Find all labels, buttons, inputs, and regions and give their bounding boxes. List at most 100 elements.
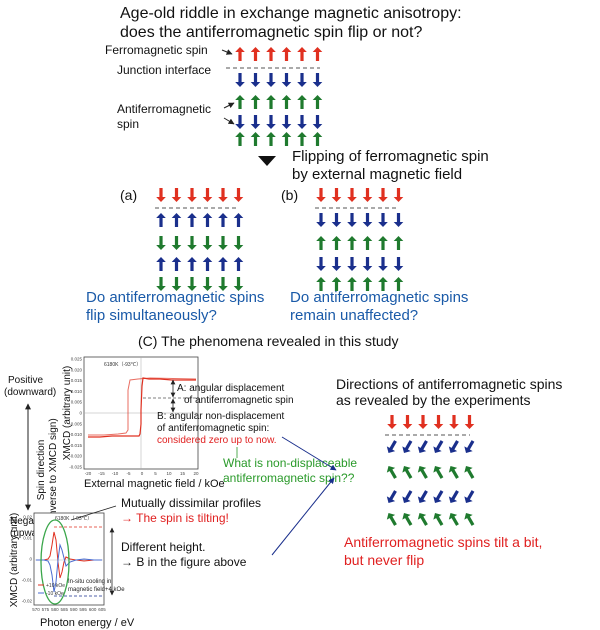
spin-arrow-icon <box>316 277 326 291</box>
tick-label: -0.020 <box>69 454 82 459</box>
spin-arrow-icon <box>331 236 342 250</box>
spin-grid-case-b <box>316 188 404 291</box>
tick-label: -10 <box>112 471 119 476</box>
spin-direction-label-1: Spin direction <box>36 440 47 501</box>
spin-arrow-icon <box>233 188 244 202</box>
section-c-title: (C) The phenomena revealed in this study <box>138 333 398 349</box>
spin-arrow-icon <box>171 236 182 250</box>
spin-arrow-icon <box>347 257 357 271</box>
spin-arrow-icon <box>250 73 261 87</box>
spin-arrow-icon <box>202 188 213 202</box>
tick-label: 0.025 <box>71 357 83 362</box>
spin-arrow-icon <box>156 277 166 291</box>
spin-arrow-icon <box>297 73 307 87</box>
spin-arrow-icon <box>250 95 261 109</box>
spin-arrow-icon <box>171 188 182 202</box>
spin-arrow-icon <box>297 95 307 109</box>
spin-arrow-icon <box>448 512 459 526</box>
spin-arrow-icon <box>331 213 342 227</box>
spin-arrow-icon <box>266 132 276 146</box>
label-negative-upward: (upward) <box>10 528 49 539</box>
spin-arrow-icon <box>235 73 245 87</box>
spin-arrow-icon <box>402 415 413 429</box>
spin-arrow-icon <box>417 440 428 454</box>
label-spin: spin <box>117 117 139 131</box>
spin-arrow-icon <box>250 47 261 61</box>
hysteresis-y-ticks: 0.0250.0200.0150.0100.0050-0.005-0.010-0… <box>69 357 82 470</box>
case-a-label: (a) <box>120 187 137 203</box>
legend-minus-10: -10 kOe <box>46 591 64 597</box>
spin-arrow-icon <box>418 415 428 429</box>
spin-arrow-icon <box>378 236 388 250</box>
tick-label: 0.010 <box>71 389 83 394</box>
spin-arrow-icon <box>331 257 342 271</box>
case-b-question-2: remain unaffected? <box>290 307 418 324</box>
case-a-question-1: Do antiferromagnetic spins <box>86 289 264 306</box>
tick-label: 0.02 <box>23 515 32 520</box>
tick-label: 0 <box>79 411 82 416</box>
label-positive-downward: (downward) <box>4 387 56 398</box>
spin-arrow-icon <box>171 213 182 227</box>
spin-arrow-icon <box>331 277 342 291</box>
spin-arrow-icon <box>312 47 323 61</box>
tick-label: 5 <box>154 471 157 476</box>
label-antiferromagnetic: Antiferromagnetic <box>117 102 211 116</box>
profiles-line1: Mutually dissimilar profiles <box>121 496 261 510</box>
spin-arrow-icon <box>417 465 428 479</box>
spin-arrow-icon <box>417 490 428 504</box>
tick-label: 0 <box>141 471 144 476</box>
spin-arrow-icon <box>316 236 326 250</box>
spin-arrow-icon <box>218 277 228 291</box>
spin-arrow-icon <box>393 188 404 202</box>
profiles-line2: → The spin is tilting! <box>121 511 229 525</box>
spin-arrow-icon <box>312 95 323 109</box>
spin-arrow-icon <box>202 213 213 227</box>
tick-label: -15 <box>98 471 105 476</box>
note-a-line2: of antiferromagnetic spin <box>184 395 294 406</box>
spin-arrow-icon <box>281 95 292 109</box>
spin-arrow-icon <box>433 465 444 479</box>
spin-arrow-icon <box>347 236 357 250</box>
hysteresis-x-label: External magnetic field / kOe <box>84 478 225 490</box>
spin-arrow-icon <box>347 277 357 291</box>
pointer-to-result-2 <box>271 477 335 556</box>
spin-arrow-icon <box>433 415 444 429</box>
spin-arrow-icon <box>218 188 228 202</box>
spin-arrow-icon <box>266 95 276 109</box>
spectrum-curve-plus <box>36 531 102 579</box>
spin-arrow-icon <box>362 188 373 202</box>
spin-arrow-icon <box>316 213 326 227</box>
spin-arrow-icon <box>187 188 197 202</box>
spin-arrow-icon <box>378 188 388 202</box>
spin-arrow-icon <box>362 277 373 291</box>
spin-arrow-icon <box>386 440 397 454</box>
tick-label: 605 <box>98 607 106 612</box>
spin-arrow-icon <box>266 115 276 129</box>
spin-arrow-icon <box>402 440 413 454</box>
note-b-line2: of antiferromagnetic spin: <box>157 423 269 434</box>
spin-arrow-icon <box>402 465 413 479</box>
tick-label: 570 <box>32 607 40 612</box>
nondisp-question-1: What is non-displaceable <box>223 456 357 470</box>
spin-arrow-icon <box>433 512 444 526</box>
spin-arrow-icon <box>464 465 475 479</box>
spin-grid-initial <box>235 47 323 146</box>
legend-insitu-2: magnetic field+4 kOe <box>68 587 125 593</box>
spin-arrow-icon <box>250 115 261 129</box>
tick-label: 0.015 <box>71 378 83 383</box>
spin-arrow-icon <box>171 277 182 291</box>
tick-label: -20 <box>85 471 92 476</box>
spin-arrow-icon <box>448 465 459 479</box>
spin-arrow-icon <box>316 257 326 271</box>
spin-arrow-icon <box>218 236 228 250</box>
ferro-pointer <box>221 49 233 55</box>
label-junction-interface: Junction interface <box>117 63 211 77</box>
flipping-line1: Flipping of ferromagnetic spin <box>292 148 489 165</box>
spin-arrow-icon <box>433 490 444 504</box>
label-positive: Positive <box>8 375 43 386</box>
spin-arrow-icon <box>362 257 373 271</box>
spin-arrow-icon <box>387 415 397 429</box>
tick-label: 10 <box>166 471 172 476</box>
